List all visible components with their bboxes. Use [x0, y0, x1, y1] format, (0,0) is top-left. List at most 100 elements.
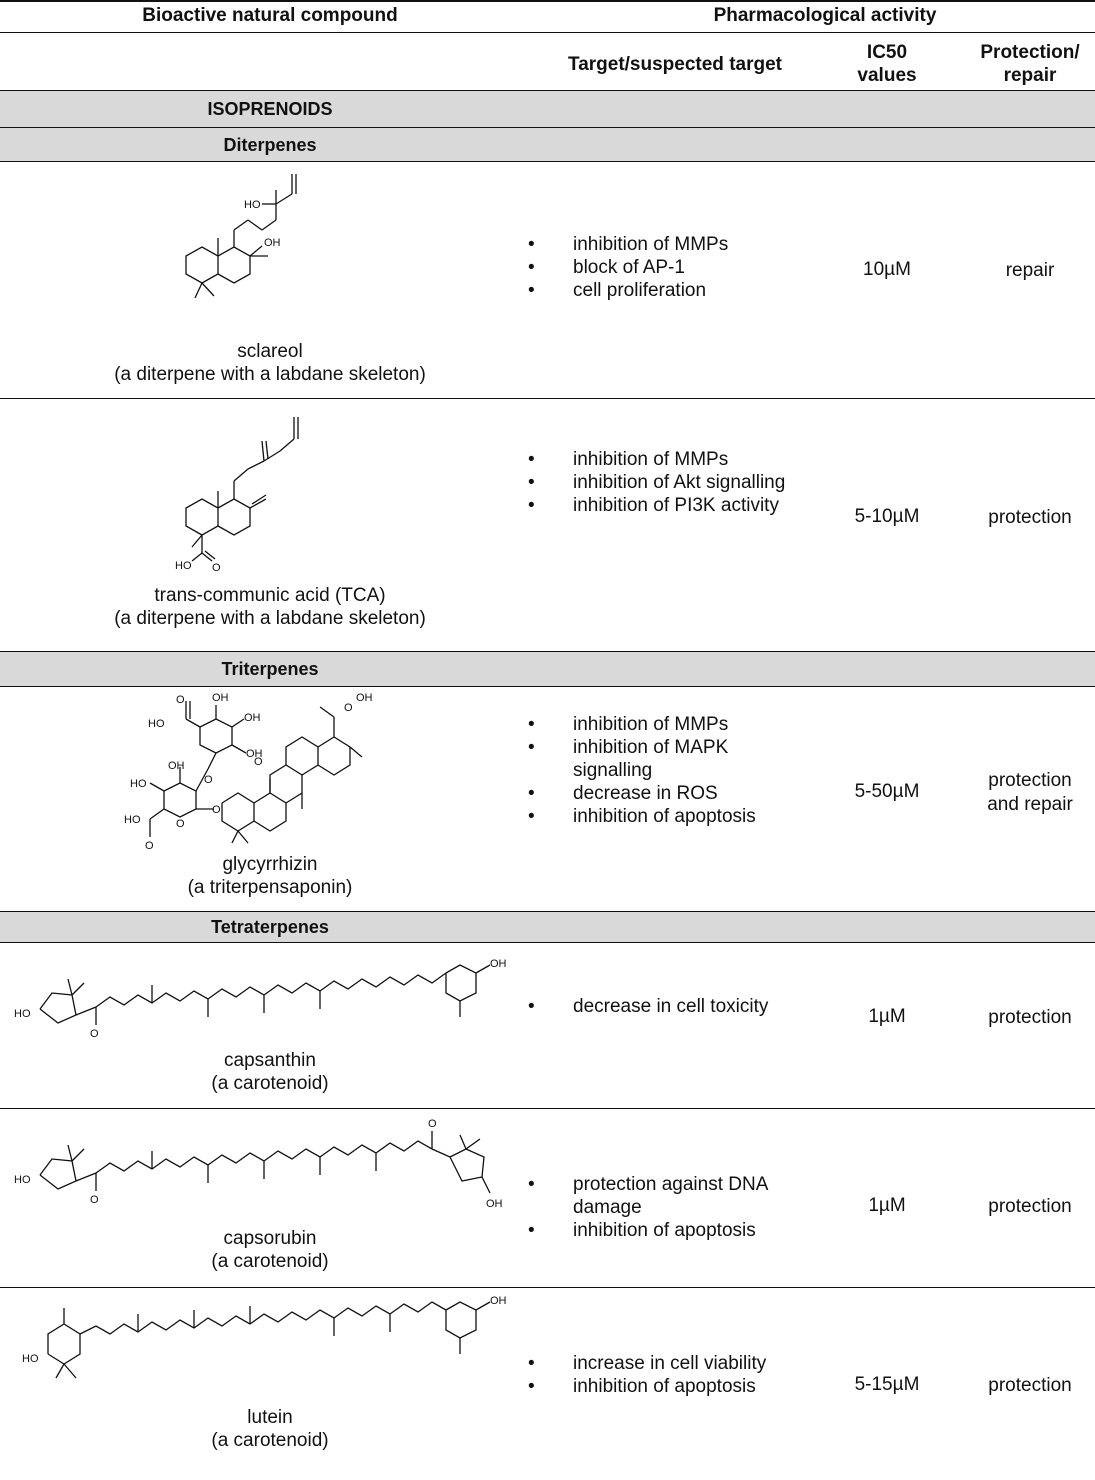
- header-ic50: IC50 values: [857, 42, 917, 86]
- svg-text:HO: HO: [175, 560, 192, 572]
- ic50-value: 1µM: [868, 1006, 906, 1027]
- header-compound: Bioactive natural compound: [142, 5, 398, 26]
- svg-text:O: O: [212, 562, 221, 574]
- section-band-diterpenes: [0, 128, 1095, 161]
- ic50-value: 1µM: [868, 1195, 906, 1216]
- ic50-value: 5-15µM: [854, 1374, 920, 1395]
- svg-text:OH: OH: [168, 760, 185, 772]
- capsanthin-structure: HO O OH: [14, 958, 507, 1040]
- header-pharm-activity: Pharmacological activity: [713, 5, 937, 26]
- compound-name: lutein: [247, 1407, 293, 1428]
- section-triterpenes: Triterpenes: [221, 659, 319, 679]
- compound-name: glycyrrhizin: [222, 854, 318, 875]
- table-row-tca: HO O trans-communic acid (TCA) (a diterp…: [0, 399, 1095, 651]
- list-item: inhibition of Akt signalling: [528, 471, 808, 494]
- list-item: cell proliferation: [528, 279, 808, 302]
- svg-text:OH: OH: [244, 712, 261, 724]
- header-protection: Protection/ repair: [980, 42, 1080, 86]
- svg-text:O: O: [145, 840, 154, 852]
- list-item: inhibition of MMPs: [528, 713, 808, 736]
- ic50-value: 5-10µM: [854, 506, 920, 527]
- header-rule-2: [0, 90, 1095, 92]
- svg-text:HO: HO: [124, 814, 141, 826]
- list-item: inhibition of MAPK signalling: [528, 736, 808, 782]
- target-list: inhibition of MMPs block of AP-1 cell pr…: [528, 233, 808, 302]
- protection-repair: protection: [988, 1196, 1072, 1217]
- table-row-sclareol: HO OH sclareol (a diterpene with a labda…: [0, 162, 1095, 398]
- svg-text:O: O: [90, 1194, 99, 1206]
- header-target: Target/suspected target: [568, 54, 782, 75]
- svg-text:O: O: [254, 756, 263, 768]
- svg-text:OH: OH: [486, 1198, 503, 1210]
- compound-description: (a carotenoid): [211, 1430, 329, 1451]
- svg-text:HO: HO: [14, 1174, 31, 1186]
- capsorubin-structure: HO O O OH: [14, 1118, 503, 1210]
- svg-text:O: O: [344, 702, 353, 714]
- list-item: block of AP-1: [528, 256, 808, 279]
- svg-text:O: O: [212, 804, 221, 816]
- protection-repair: protection: [988, 1007, 1072, 1028]
- target-list: increase in cell viability inhibition of…: [528, 1352, 808, 1398]
- list-item: inhibition of apoptosis: [528, 805, 808, 828]
- protection-repair: repair: [1005, 260, 1055, 281]
- list-item: protection against DNA damage: [528, 1173, 808, 1219]
- section-band-tetraterpenes: [0, 912, 1095, 942]
- table-row-capsanthin: HO O OH capsanthin (a carotenoid) decrea…: [0, 943, 1095, 1108]
- svg-text:OH: OH: [212, 692, 229, 704]
- svg-text:HO: HO: [244, 199, 261, 211]
- compound-description: (a triterpensaponin): [187, 877, 353, 898]
- list-item: increase in cell viability: [528, 1352, 808, 1375]
- table-row-capsorubin: HO O O OH capsorubin (a carotenoid) prot…: [0, 1109, 1095, 1287]
- list-item: inhibition of apoptosis: [528, 1375, 808, 1398]
- table-row-lutein: HO OH lutein (a carotenoid) increase in …: [0, 1288, 1095, 1480]
- svg-text:O: O: [90, 1028, 99, 1040]
- ic50-value: 5-50µM: [854, 781, 920, 802]
- compound-name: sclareol: [237, 341, 303, 362]
- svg-text:HO: HO: [148, 718, 165, 730]
- svg-text:HO: HO: [130, 778, 147, 790]
- section-band-isoprenoids: [0, 91, 1095, 127]
- compound-name: trans-communic acid (TCA): [154, 585, 386, 606]
- list-item: inhibition of MMPs: [528, 233, 808, 256]
- list-item: inhibition of PI3K activity: [528, 494, 808, 517]
- svg-text:HO: HO: [22, 1353, 39, 1365]
- target-list: decrease in cell toxicity: [528, 995, 808, 1018]
- target-list: inhibition of MMPs inhibition of Akt sig…: [528, 448, 808, 517]
- svg-text:OH: OH: [490, 958, 507, 970]
- svg-text:O: O: [176, 694, 185, 706]
- ic50-value: 10µM: [863, 259, 911, 280]
- list-item: inhibition of MMPs: [528, 448, 808, 471]
- svg-text:OH: OH: [264, 237, 281, 249]
- section-band-triterpenes: [0, 652, 1095, 686]
- protection-repair: protection: [988, 1375, 1072, 1396]
- list-item: decrease in ROS: [528, 782, 808, 805]
- compound-description: (a carotenoid): [211, 1251, 329, 1272]
- svg-text:O: O: [176, 818, 185, 830]
- section-isoprenoids: ISOPRENOIDS: [207, 99, 333, 119]
- compound-name: capsorubin: [223, 1228, 317, 1249]
- svg-text:OH: OH: [356, 692, 373, 704]
- section-tetraterpenes: Tetraterpenes: [211, 917, 329, 937]
- compound-name: capsanthin: [224, 1050, 316, 1071]
- table-row-glycyrrhizin: O OH HO OH OH OH HO O O HO O O O O OH gl…: [0, 687, 1095, 911]
- svg-text:O: O: [428, 1118, 437, 1130]
- svg-text:O: O: [204, 774, 213, 786]
- svg-text:HO: HO: [14, 1008, 31, 1020]
- svg-text:OH: OH: [490, 1295, 507, 1307]
- section-diterpenes: Diterpenes: [223, 135, 317, 155]
- table-top-rule: [0, 0, 1095, 2]
- compound-description: (a carotenoid): [211, 1073, 329, 1094]
- compound-description: (a diterpene with a labdane skeleton): [114, 608, 426, 629]
- protection-repair: protection: [988, 507, 1072, 528]
- list-item: decrease in cell toxicity: [528, 995, 808, 1018]
- header-rule-1: [0, 32, 1095, 34]
- list-item: inhibition of apoptosis: [528, 1219, 808, 1242]
- tca-structure: HO O: [175, 417, 299, 574]
- compound-description: (a diterpene with a labdane skeleton): [114, 364, 426, 385]
- svg-text:OH: OH: [246, 748, 263, 760]
- target-list: inhibition of MMPs inhibition of MAPK si…: [528, 713, 808, 828]
- target-list: protection against DNA damage inhibition…: [528, 1173, 808, 1242]
- glycyrrhizin-structure: O OH HO OH OH OH HO O O HO O O O O OH: [124, 692, 373, 852]
